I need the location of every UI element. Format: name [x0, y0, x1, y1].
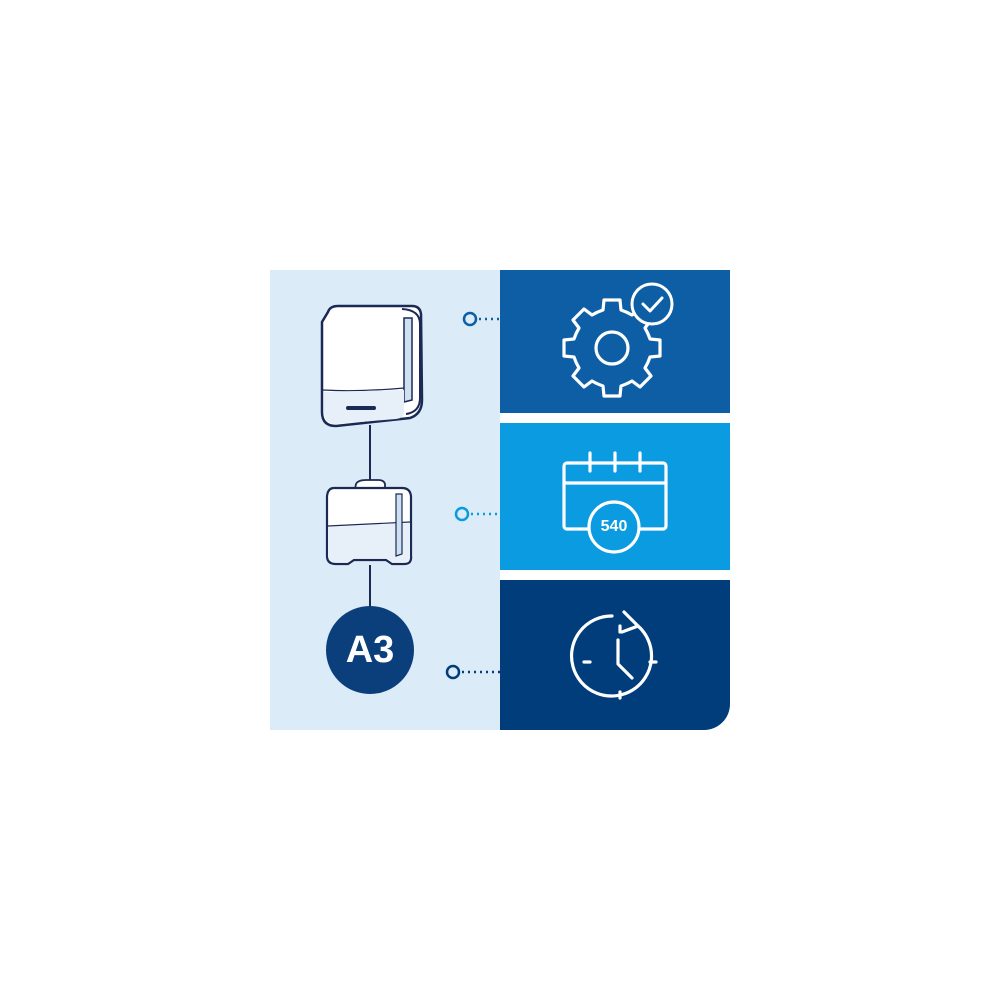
calendar-tile: 540 [500, 423, 730, 570]
connector-2 [454, 506, 500, 522]
gear-check-icon [562, 282, 674, 398]
gear-tile [500, 270, 730, 413]
connector-1 [462, 311, 500, 327]
calendar-count-label: 540 [600, 518, 628, 535]
a3-badge [326, 606, 414, 694]
calendar-icon [562, 451, 668, 554]
clock-tile [500, 580, 730, 730]
connector-3 [445, 664, 500, 680]
dispenser-icon [320, 304, 424, 428]
clock-refresh-icon [569, 610, 658, 700]
a3-badge-label: A3 [345, 629, 395, 671]
refill-pack-icon [325, 479, 413, 566]
benefits-panel: 540 [500, 270, 730, 730]
